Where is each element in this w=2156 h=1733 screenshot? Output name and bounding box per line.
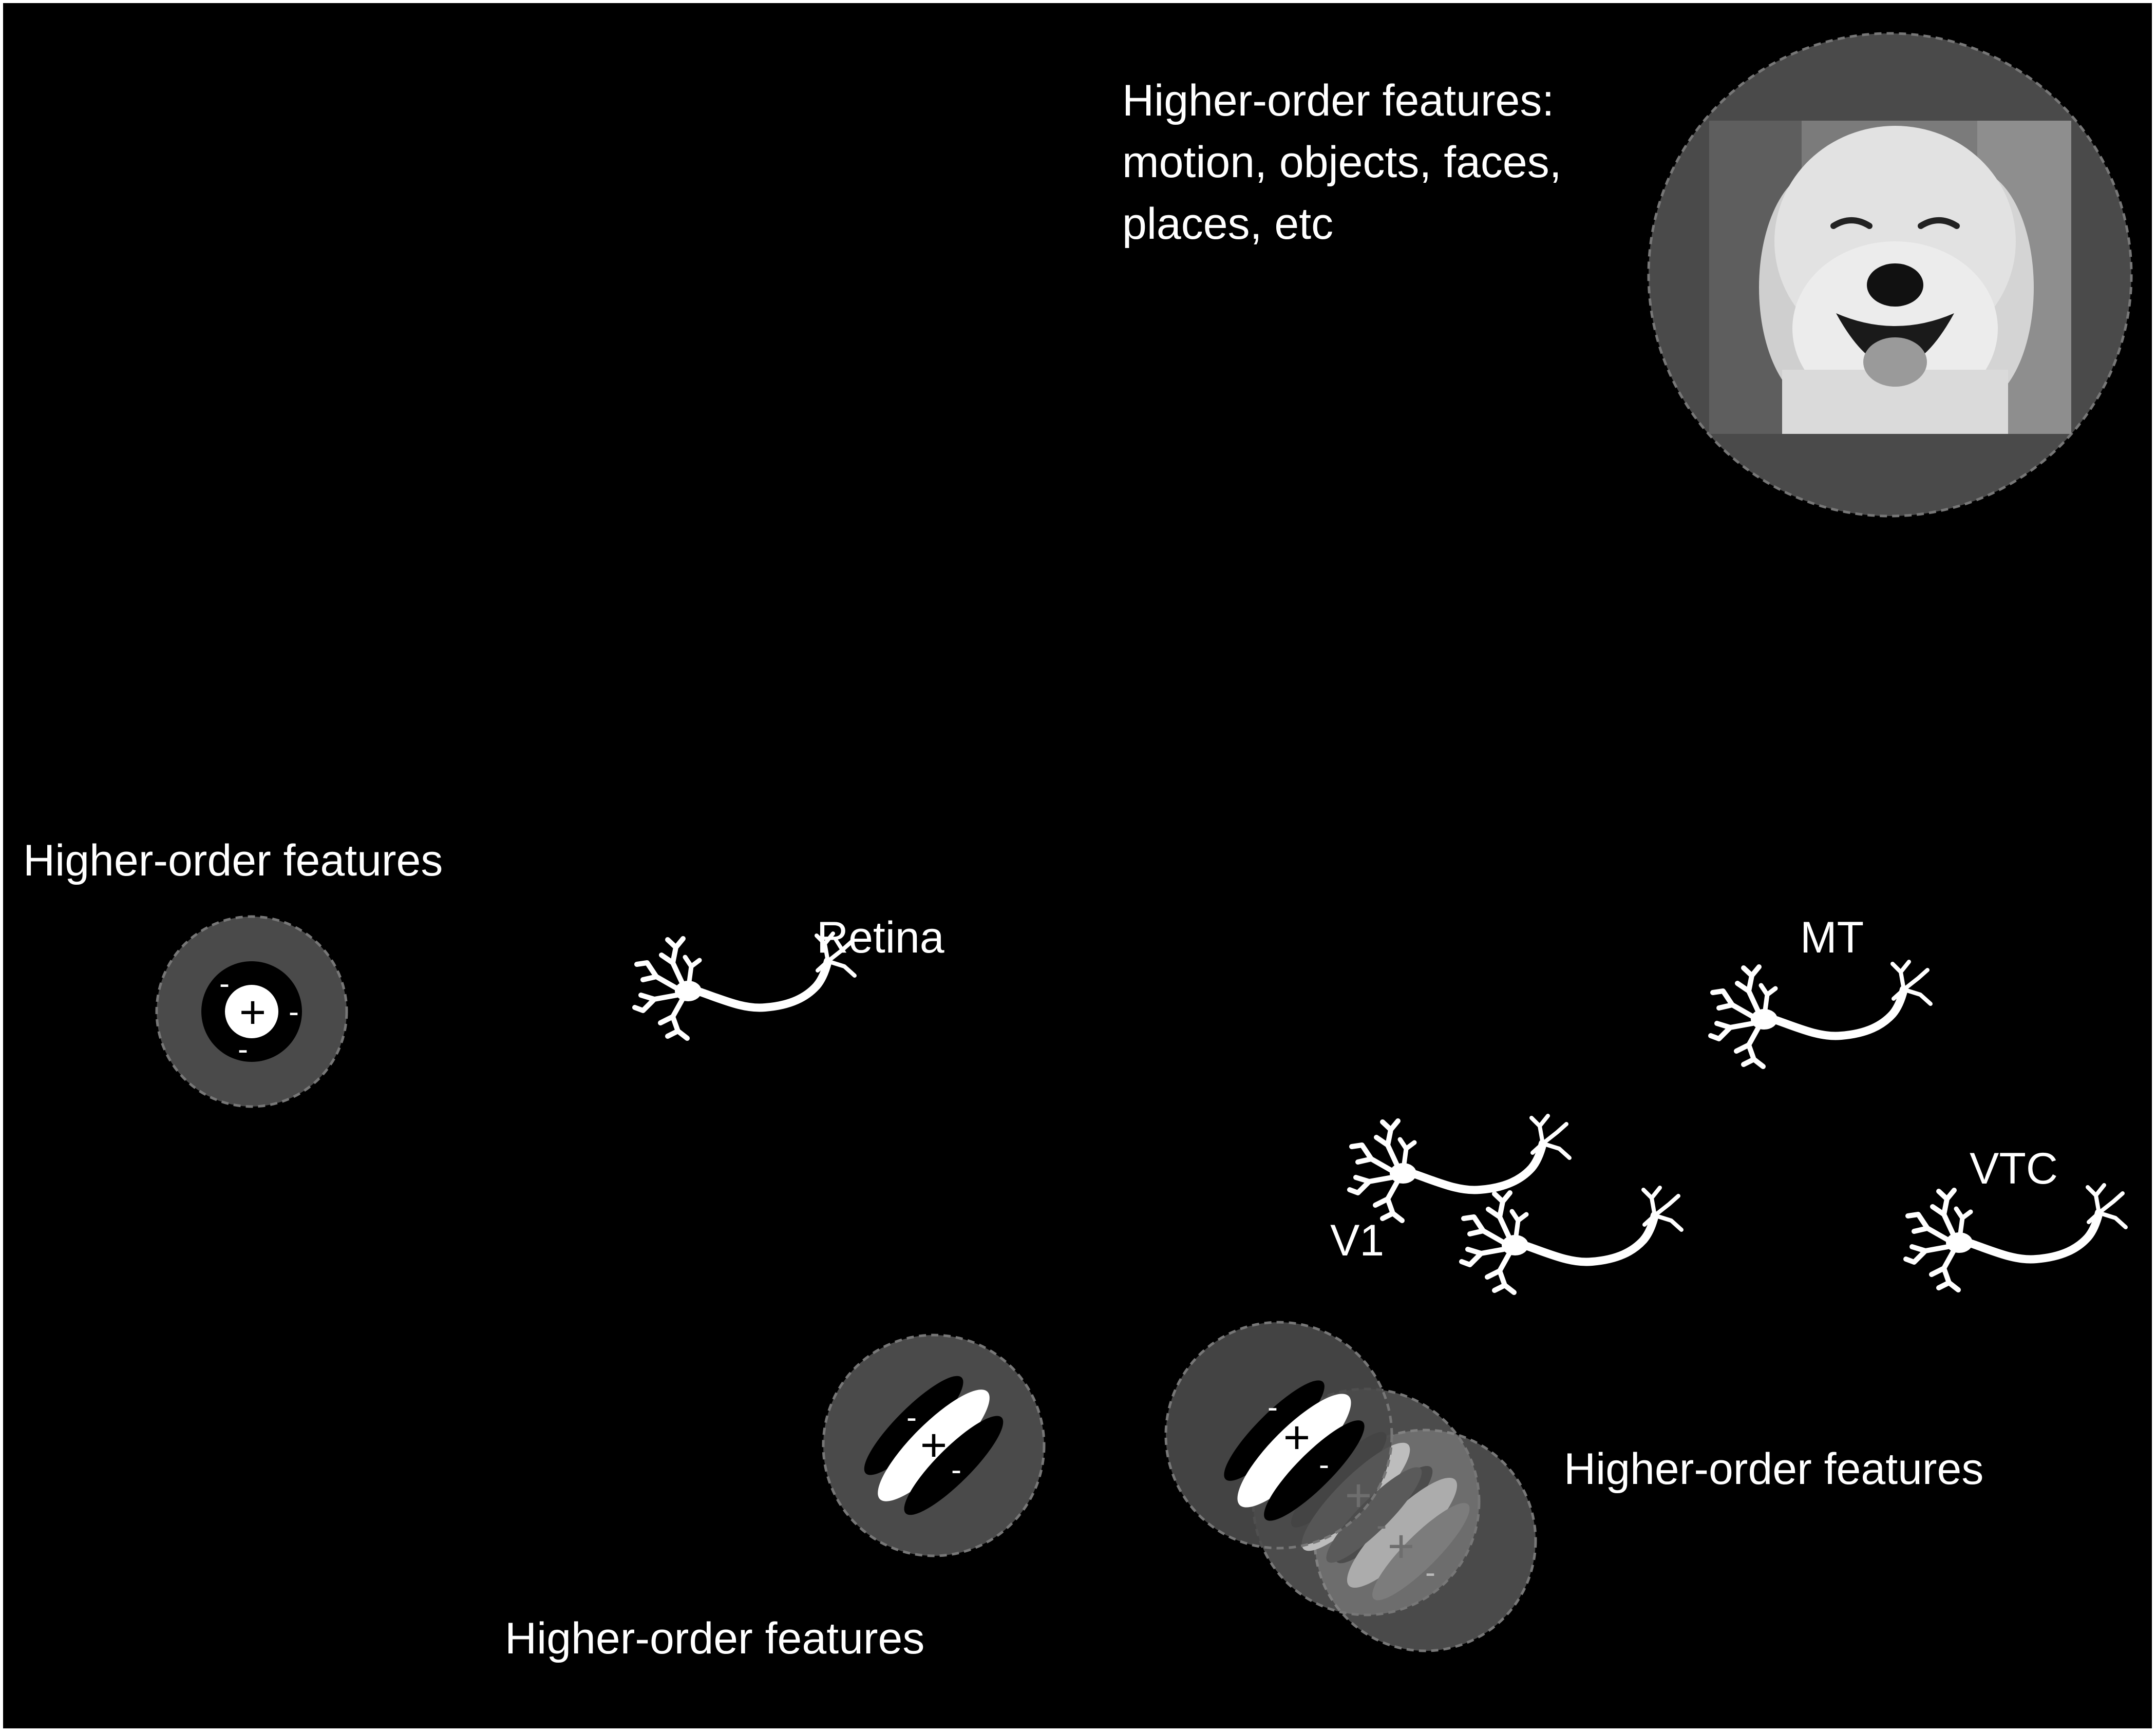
sign-minus: - bbox=[238, 1032, 248, 1067]
sign-minus: - bbox=[1425, 1555, 1435, 1590]
sign-plus: + bbox=[239, 987, 267, 1038]
sign-minus: - bbox=[219, 966, 230, 1001]
sign-plus: + bbox=[1388, 1521, 1415, 1572]
label-bottom-right: Higher-order features bbox=[1564, 1444, 1983, 1494]
oriented-gabor-field bbox=[864, 1376, 1004, 1515]
label-vtc: VTC bbox=[1970, 1144, 2058, 1193]
sign-minus: - bbox=[1319, 1448, 1329, 1482]
sign-minus: - bbox=[951, 1453, 961, 1487]
sign-minus: - bbox=[1268, 1390, 1278, 1424]
label-top-right: Higher-order features: motion, objects, … bbox=[1122, 76, 1574, 249]
overlapping-receptive-fields: - + - + - + - bbox=[1164, 1321, 1537, 1652]
label-v1: V1 bbox=[1330, 1216, 1384, 1265]
sign-minus: - bbox=[1376, 1508, 1387, 1542]
dog-face-photo bbox=[1709, 121, 2071, 434]
sign-minus: - bbox=[906, 1400, 917, 1435]
label-top-right-line-2: motion, objects, faces, bbox=[1122, 138, 1562, 187]
label-top-right-line-1: Higher-order features: bbox=[1122, 76, 1554, 125]
label-mt: MT bbox=[1800, 913, 1864, 962]
label-left: Higher-order features bbox=[23, 836, 443, 885]
off-flank bbox=[864, 1376, 963, 1475]
sign-plus: + bbox=[1283, 1412, 1311, 1463]
sign-plus: + bbox=[920, 1420, 948, 1471]
sign-plus: + bbox=[1345, 1470, 1372, 1521]
off-flank bbox=[904, 1416, 1004, 1515]
label-bottom-center: Higher-order features bbox=[505, 1614, 924, 1663]
label-top-right-line-3: places, etc bbox=[1122, 199, 1333, 249]
on-center bbox=[225, 985, 278, 1038]
on-band bbox=[878, 1389, 990, 1501]
sign-minus: - bbox=[289, 995, 299, 1029]
